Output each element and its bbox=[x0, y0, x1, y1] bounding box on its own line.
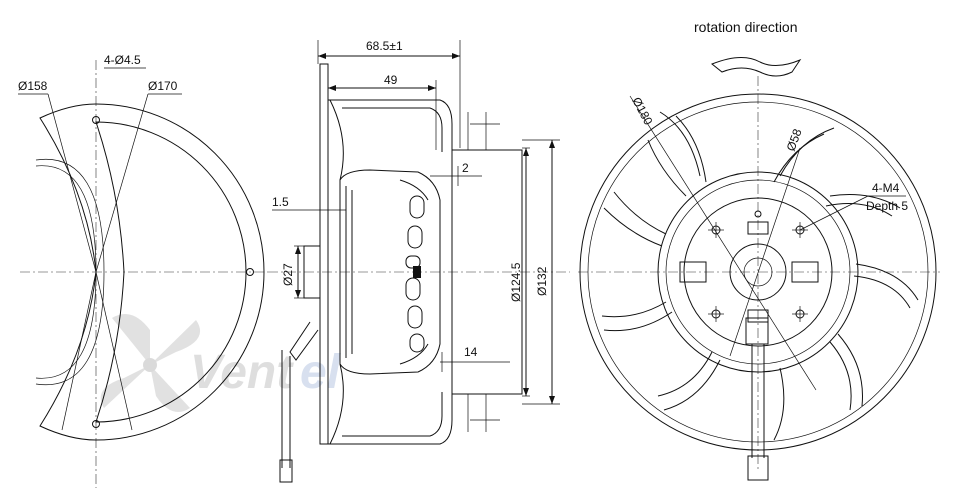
dim-2-label: 2 bbox=[462, 161, 469, 175]
side-view bbox=[268, 40, 570, 483]
watermark-fan-logo bbox=[100, 314, 201, 412]
dia-124-5-label: Ø124.5 bbox=[509, 262, 523, 302]
dia-158-label: Ø158 bbox=[18, 79, 48, 93]
dia-27-label: Ø27 bbox=[281, 263, 295, 286]
depth-49-label: 49 bbox=[384, 73, 398, 87]
dia-58-label: Ø58 bbox=[784, 127, 805, 153]
dia-132-label: Ø132 bbox=[535, 266, 549, 296]
thread-4-m4-label: 4-M4 bbox=[872, 181, 900, 195]
flange-view bbox=[18, 60, 268, 488]
bolt-holes bbox=[708, 210, 808, 322]
thread-depth-label: Depth 5 bbox=[866, 199, 908, 213]
dim-14-label: 14 bbox=[464, 345, 478, 359]
dim-1-5-label: 1.5 bbox=[272, 195, 289, 209]
dia-180-label: Ø180 bbox=[629, 95, 655, 128]
dia-170-label: Ø170 bbox=[148, 79, 178, 93]
watermark-brand-suffix: el bbox=[300, 346, 342, 399]
holes-4x4-5-label: 4-Ø4.5 bbox=[104, 53, 141, 67]
rotor-slots bbox=[405, 195, 425, 353]
impeller-blades bbox=[601, 111, 919, 441]
impeller-view bbox=[578, 57, 940, 481]
overall-68-5-label: 68.5±1 bbox=[366, 39, 403, 53]
rotation-direction-label: rotation direction bbox=[694, 19, 798, 35]
